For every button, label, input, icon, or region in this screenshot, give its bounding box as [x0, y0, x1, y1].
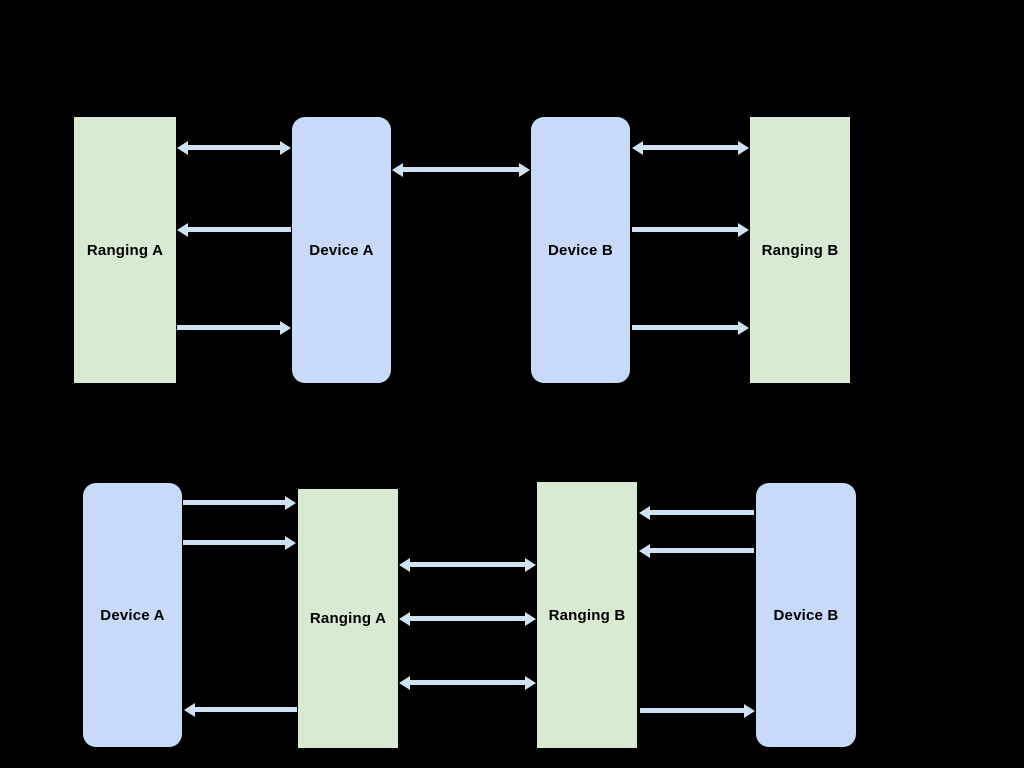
arrowhead-right-icon — [738, 141, 749, 155]
arrowhead-left-icon — [399, 676, 410, 690]
arrowhead-right-icon — [280, 141, 291, 155]
node-bottom-ranging-b: Ranging B — [537, 482, 637, 748]
arrow-top-ranging-a-to-device-a-2 — [177, 321, 291, 335]
arrow-bottom-ranging-a-to-device-a-2 — [184, 703, 297, 717]
arrow-line — [194, 707, 297, 712]
arrow-line — [642, 145, 739, 150]
arrow-bottom-ranging-a-to-ranging-b-bidirectional-5 — [399, 676, 536, 690]
node-top-device-a: Device A — [292, 117, 391, 383]
node-label-top-ranging-a: Ranging A — [86, 241, 164, 259]
arrow-bottom-ranging-b-to-device-b-8 — [640, 704, 755, 718]
node-bottom-device-b: Device B — [756, 483, 856, 747]
arrow-line — [183, 500, 286, 505]
arrow-top-device-b-to-ranging-b-6 — [632, 321, 749, 335]
arrowhead-left-icon — [632, 141, 643, 155]
arrowhead-right-icon — [744, 704, 755, 718]
node-label-bottom-ranging-b: Ranging B — [548, 606, 626, 624]
node-top-ranging-b: Ranging B — [750, 117, 850, 383]
arrowhead-left-icon — [639, 544, 650, 558]
arrowhead-right-icon — [738, 321, 749, 335]
arrow-top-ranging-a-to-device-a-bidirectional-0 — [177, 141, 291, 155]
arrow-bottom-ranging-a-to-ranging-b-bidirectional-3 — [399, 558, 536, 572]
arrowhead-left-icon — [399, 612, 410, 626]
arrow-top-device-a-to-device-b-bidirectional-3 — [392, 163, 530, 177]
arrow-top-device-b-to-ranging-b-5 — [632, 223, 749, 237]
arrow-line — [632, 227, 739, 232]
arrowhead-left-icon — [392, 163, 403, 177]
arrow-bottom-ranging-a-to-ranging-b-bidirectional-4 — [399, 612, 536, 626]
arrowhead-right-icon — [525, 558, 536, 572]
arrow-line — [177, 325, 281, 330]
arrow-top-device-a-to-ranging-a-1 — [177, 223, 291, 237]
arrowhead-right-icon — [519, 163, 530, 177]
node-top-device-b: Device B — [531, 117, 630, 383]
arrowhead-left-icon — [399, 558, 410, 572]
arrow-bottom-device-b-to-ranging-b-6 — [639, 506, 754, 520]
arrow-line — [409, 616, 526, 621]
node-label-bottom-ranging-a: Ranging A — [309, 610, 387, 627]
arrow-line — [632, 325, 739, 330]
node-bottom-device-a: Device A — [83, 483, 182, 747]
arrowhead-right-icon — [285, 536, 296, 550]
arrowhead-right-icon — [285, 496, 296, 510]
arrowhead-right-icon — [280, 321, 291, 335]
arrow-line — [402, 167, 520, 172]
arrow-top-device-b-to-ranging-b-bidirectional-4 — [632, 141, 749, 155]
arrowhead-left-icon — [177, 223, 188, 237]
arrowhead-left-icon — [184, 703, 195, 717]
arrow-line — [649, 510, 754, 515]
arrow-bottom-device-a-to-ranging-a-1 — [183, 536, 296, 550]
node-label-top-device-a: Device A — [309, 241, 374, 259]
arrowhead-left-icon — [177, 141, 188, 155]
arrow-line — [187, 145, 281, 150]
arrow-bottom-device-a-to-ranging-a-0 — [183, 496, 296, 510]
node-label-top-ranging-b: Ranging B — [761, 241, 839, 259]
arrow-line — [187, 227, 291, 232]
arrowhead-left-icon — [639, 506, 650, 520]
arrow-line — [649, 548, 754, 553]
arrowhead-right-icon — [525, 612, 536, 626]
node-label-bottom-device-b: Device B — [773, 606, 839, 624]
node-label-top-device-b: Device B — [548, 241, 613, 259]
node-label-bottom-device-a: Device A — [100, 606, 165, 624]
arrowhead-right-icon — [738, 223, 749, 237]
arrow-bottom-device-b-to-ranging-b-7 — [639, 544, 754, 558]
node-bottom-ranging-a: Ranging A — [298, 489, 398, 748]
arrow-line — [409, 562, 526, 567]
arrowhead-right-icon — [525, 676, 536, 690]
arrow-line — [183, 540, 286, 545]
arrow-line — [640, 708, 745, 713]
node-top-ranging-a: Ranging A — [74, 117, 176, 383]
arrow-line — [409, 680, 526, 685]
